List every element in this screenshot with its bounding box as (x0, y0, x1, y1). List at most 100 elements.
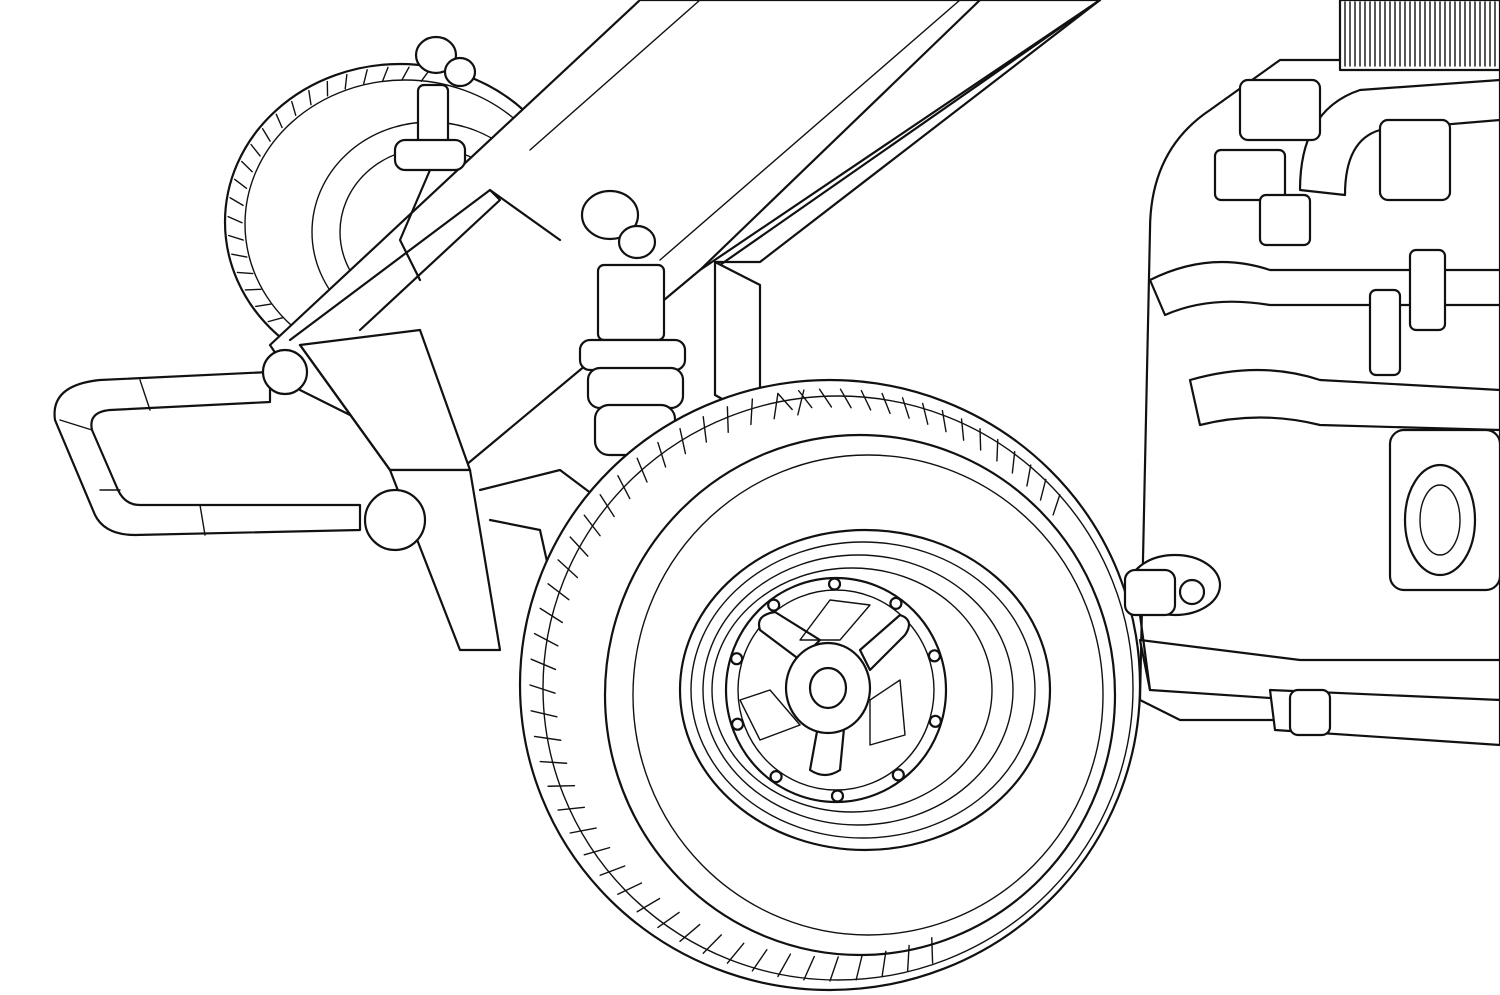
tread-mark (539, 607, 564, 624)
beam-edge-6 (529, 0, 701, 151)
front-bumper (53, 348, 427, 552)
front-right-wheel (518, 378, 1142, 992)
tread-mark (236, 271, 254, 275)
tread-mark (1039, 478, 1047, 501)
bumper-seam-4 (199, 504, 206, 536)
hub-spoke-1 (757, 610, 822, 662)
tread-mark (679, 427, 687, 455)
beam-edge-3 (718, 0, 1102, 267)
tread-mark (657, 441, 667, 468)
tread-mark (229, 197, 244, 207)
nose-edge (298, 343, 392, 472)
front-shock-eye (580, 189, 640, 241)
tread-mark (244, 288, 262, 291)
front-rim-lip (690, 541, 1036, 839)
hub-pocket-3 (799, 599, 871, 641)
tread-mark (231, 253, 248, 258)
engine-cover-inner (1419, 484, 1461, 556)
engine-manifold (1213, 148, 1287, 202)
tread-mark (931, 936, 934, 964)
bumper-tube (53, 370, 362, 537)
bumper-seam-2 (59, 419, 93, 431)
tread-mark (250, 143, 261, 157)
tread-mark (979, 427, 982, 451)
tread-mark (636, 457, 648, 483)
tread-mark (240, 160, 253, 173)
engine-carb (1238, 78, 1322, 142)
chassis-frame (268, 0, 1102, 652)
hub-bolt (827, 577, 842, 591)
tread-mark (599, 494, 615, 518)
hub-axle-nut (808, 666, 848, 710)
front-shock-bolt (617, 224, 657, 260)
tread-mark (401, 66, 410, 81)
tread-mark (901, 397, 910, 419)
tread-mark (657, 911, 680, 929)
bumper-seam-1 (139, 379, 151, 411)
tread-mark (583, 846, 611, 856)
tread-mark (617, 474, 631, 500)
rear-shock-upper (416, 83, 450, 147)
tread-mark (227, 234, 244, 241)
beam-edge-2 (288, 188, 562, 342)
rear-shock-body (398, 168, 432, 282)
tread-mark (557, 559, 579, 579)
rear-shock (393, 35, 477, 282)
hub-bolt (927, 649, 942, 663)
lower-rail-1 (478, 468, 602, 502)
tread-mark (617, 882, 643, 896)
engine-bolt-column (1408, 248, 1447, 332)
tread-mark (751, 949, 768, 972)
tread-mark (726, 942, 745, 964)
engine-bolt-column-2 (1368, 288, 1402, 377)
front-tire-sidewall-ring (632, 454, 1104, 936)
beam-edge-5 (659, 0, 961, 261)
tread-mark (227, 215, 243, 224)
hub-bolt (889, 596, 903, 610)
hub-spoke-2 (858, 613, 911, 672)
front-shock-collar (578, 338, 687, 372)
engine-assembly (1128, 0, 1500, 747)
engine-tube-upper (1298, 78, 1500, 197)
front-shock-body (596, 263, 666, 342)
tread-mark (533, 735, 562, 741)
bumper-upper-knob (261, 348, 309, 396)
tread-mark (881, 392, 891, 415)
tread-mark (267, 316, 284, 323)
tread-mark (547, 583, 570, 601)
tread-mark (308, 89, 312, 106)
tread-mark (275, 113, 283, 129)
front-spindle (1123, 568, 1177, 692)
hub-bolt (830, 789, 845, 803)
tread-mark (777, 953, 792, 978)
tread-mark (344, 73, 348, 90)
tread-mark (530, 710, 558, 718)
hub-bolt (730, 717, 745, 731)
tread-mark (679, 923, 701, 943)
tread-mark (750, 398, 754, 426)
hub-pocket-2 (869, 679, 906, 746)
tread-mark (539, 760, 568, 764)
tread-mark (529, 684, 556, 694)
tread-mark (569, 536, 589, 557)
hub-bolts (730, 577, 942, 803)
rear-shock-bolt (443, 56, 477, 88)
engine-cover (1403, 463, 1477, 577)
rear-shock-spring (393, 138, 467, 172)
spindle-arm (1138, 613, 1152, 692)
tread-mark (569, 827, 597, 834)
tread-mark (773, 392, 779, 420)
tread-mark (636, 897, 661, 913)
tread-mark (855, 954, 863, 981)
tread-mark (533, 632, 559, 647)
engine-head (1378, 118, 1452, 202)
tread-mark (381, 66, 389, 82)
tread-mark (726, 406, 729, 434)
hub-bolt (769, 770, 783, 784)
hub-pocket-1 (739, 689, 801, 741)
tread-mark (702, 934, 723, 954)
tread-mark (233, 178, 248, 190)
tread-mark (881, 950, 887, 978)
tread-mark (557, 806, 586, 811)
